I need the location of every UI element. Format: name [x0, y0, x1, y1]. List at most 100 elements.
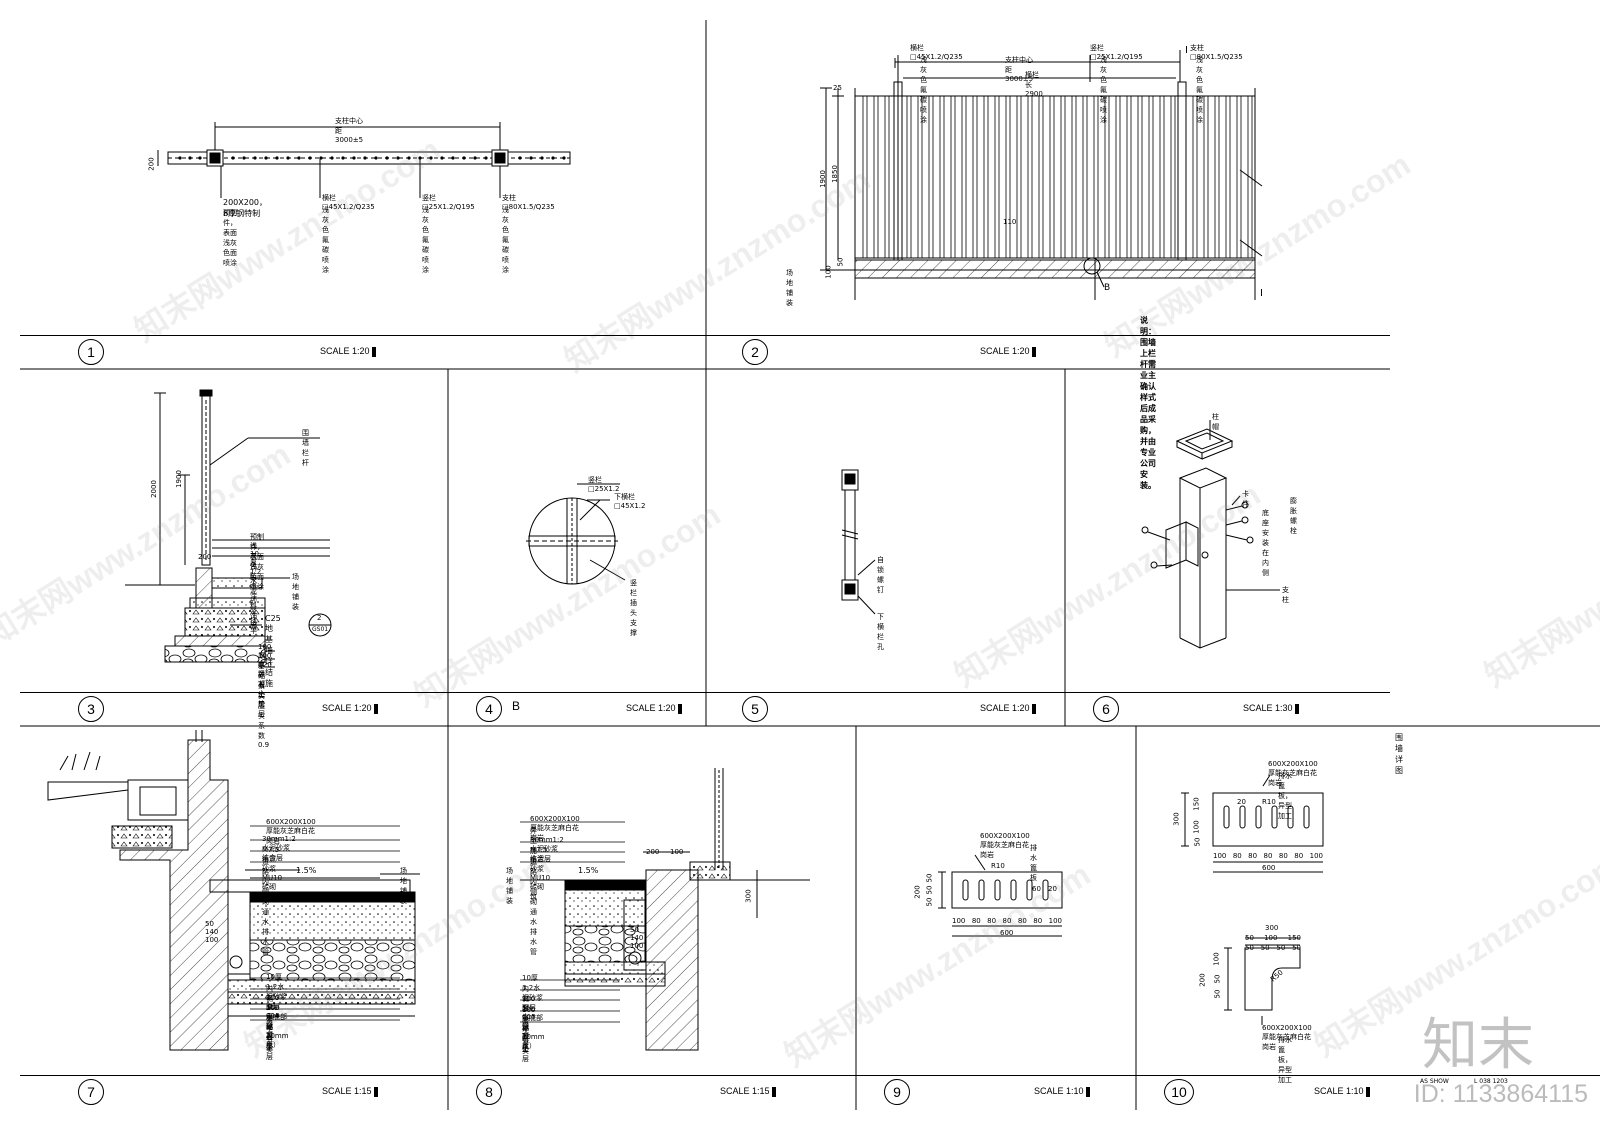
p6-cap-label: 柱帽 — [1212, 413, 1219, 431]
p10-width: 600 — [1262, 864, 1276, 872]
p8-note-h: 100厚碎石垫层 — [522, 1006, 536, 1063]
grate-slot — [1042, 879, 1049, 901]
scale-label: SCALE 1:10 — [1314, 1086, 1370, 1097]
panel-number: 10 — [1164, 1079, 1194, 1105]
title-bar-3: 3 SCALE 1:20 — [20, 692, 448, 727]
p10-hdim: 80 — [1278, 852, 1288, 860]
p3-note-b2: 100厚碎石垫层 — [258, 652, 272, 709]
p6-clip-label: 卡件 — [1242, 490, 1249, 508]
scale-text: SCALE 1:20 — [980, 703, 1030, 713]
p2-dim-50: 50 — [836, 257, 845, 267]
p10-hdim: 100 — [1213, 852, 1227, 860]
p3-note-a1: 预制件，表面浅灰色面喷涂 — [250, 533, 264, 591]
brand-watermark: 知末 — [1422, 1013, 1534, 1078]
p10-v2-1: 100 — [1212, 952, 1221, 966]
panel-number: 2 — [742, 339, 768, 365]
p9-height: 200 — [913, 885, 922, 899]
p1-label-plate-note: 预制件，表面浅灰色面喷涂 — [223, 209, 237, 267]
scale-text: SCALE 1:30 — [1243, 703, 1293, 713]
scale-bar — [771, 1086, 776, 1097]
p10-hdim: 80 — [1248, 852, 1258, 860]
grate-slot — [994, 879, 1001, 901]
p10-s-total: 300 — [1265, 924, 1279, 932]
p7-note-c: M7.5水泥砂浆MU10砖砌筑 — [262, 846, 283, 901]
grate-slot — [1303, 805, 1310, 829]
p7-dims: 50 140 100 — [205, 920, 219, 944]
title-bar-10: 10 SCALE 1:10 AS SHOW L 038 1203 — [1136, 1075, 1600, 1110]
grate-slot — [1271, 805, 1278, 829]
title-bar-9: 9 SCALE 1:10 — [856, 1075, 1136, 1110]
scale-label: SCALE 1:20 — [320, 346, 376, 357]
p10-vdim-1: 150 — [1192, 797, 1201, 811]
p1-span-dim: 支柱中心距3000±5 — [335, 117, 364, 144]
scale-text: SCALE 1:20 — [320, 346, 370, 356]
p3-dim-2000: 2000 — [149, 480, 158, 498]
p4-support-label: 竖栏插头支撑 — [630, 579, 637, 637]
scale-bar — [373, 1086, 378, 1097]
p9-vdim-3: 50 — [925, 897, 934, 907]
p8-note-d: 道路内侧砌通水排水管 — [530, 858, 537, 956]
p2-cut-mark-top: I — [1185, 45, 1188, 56]
panel-number: 5 — [742, 696, 768, 722]
scale-bar — [371, 346, 376, 357]
scale-bar — [373, 703, 378, 714]
p2-rail-length: 横栏长2900 — [1025, 71, 1043, 98]
p3-note-b3: 基础素实压实系数0.9 — [258, 662, 270, 749]
p10-hdim: 80 — [1294, 852, 1304, 860]
grate-slot — [978, 879, 985, 901]
p8-note-i: 素土夯实 — [522, 1017, 529, 1055]
p2-detail-mark: B — [1104, 283, 1111, 293]
title-bar-7: 7 SCALE 1:15 — [20, 1075, 448, 1110]
scale-label: SCALE 1:20 — [626, 703, 682, 714]
p6-base-label: 底座安装在内侧 — [1262, 509, 1269, 577]
p2-dim-1850: 1850 — [830, 165, 839, 183]
panel-number: 7 — [78, 1079, 104, 1105]
p7-note-h: 100厚碎石垫层 — [266, 1004, 280, 1061]
grate-slot — [1287, 805, 1294, 829]
scale-label: SCALE 1:15 — [322, 1086, 378, 1097]
p1-label-picket-note: 浅灰色氟碳喷涂 — [422, 206, 429, 274]
p2-label-top-rail-note: 浅灰色氟碳喷涂 — [920, 56, 927, 124]
scale-label: SCALE 1:20 — [980, 346, 1036, 357]
p3-note-a3: 10厚1:2水泥砂浆找平 — [250, 550, 262, 635]
p3-c25-label: C25地基墙详结施 — [265, 614, 281, 688]
p9-hdim: 80 — [1002, 917, 1012, 925]
p10-v2-2: 50 — [1213, 974, 1222, 984]
p3-dim-1900: 1900 — [174, 470, 183, 488]
p2-cut-mark-bottom: I — [1260, 288, 1263, 299]
p10-s-dim: 50 — [1276, 944, 1286, 952]
p9-hdim: 100 — [1048, 917, 1062, 925]
p8-note-g: 100厚C15混凝土 — [522, 995, 536, 1050]
p10-grate-label-2: 排水篦板，异型加工 — [1278, 1036, 1292, 1084]
p1-label-top-rail: 横栏□45X1.2/Q235 — [322, 194, 375, 211]
p7-note-a: 600X200X100厚能灰芝麻白花岗岩 — [266, 818, 316, 845]
p10-header: 围墙详图 — [1395, 733, 1403, 775]
p7-note-e: 10厚1:2水泥砂浆面层（底部粘20mm厚） — [266, 973, 289, 1049]
p8-note-a: 600X200X100厚能灰芝麻白花岗岩 — [530, 815, 580, 842]
p1-label-post: 支柱□80X1.5/Q235 — [502, 194, 555, 211]
scale-bar — [677, 703, 682, 714]
p3-rail-label: 围墙栏杆 — [302, 429, 309, 467]
scale-bar — [1085, 1086, 1090, 1097]
p10-v2-3: 50 — [1213, 989, 1222, 999]
p2-dim-1900: 1900 — [818, 170, 827, 188]
p10-stone-label: 600X200X100厚能灰芝麻白花岗岩 — [1268, 760, 1318, 787]
p2-note: 说明：围墙上栏杆需业主确认样式后成品采购，并由专业公司安装。 — [1140, 316, 1156, 490]
scale-label: SCALE 1:30 — [1243, 703, 1299, 714]
p7-note-d: 道路内侧砌通水排水管 — [262, 858, 269, 956]
p8-note-c: M7.5水泥砂浆MU10砖砌筑 — [530, 846, 551, 901]
p9-d20: 20 — [1048, 885, 1057, 893]
p3-note-b1: 100厚C20混凝土垫层 — [258, 643, 272, 718]
scale-label: SCALE 1:15 — [720, 1086, 776, 1097]
p5-hole-label: 下横栏孔 — [877, 613, 884, 651]
p10-v2-total: 200 — [1198, 973, 1207, 987]
p10-vdim-2: 100 — [1192, 820, 1201, 834]
p9-vdim-2: 50 — [925, 885, 934, 895]
p9-hdim: 80 — [971, 917, 981, 925]
p9-total: 600 — [1000, 929, 1014, 937]
p8-note-f: 内侧5%水泥砂浆 — [522, 985, 534, 1051]
p8-dim-100: 100 — [670, 848, 684, 856]
scale-text: SCALE 1:20 — [980, 346, 1030, 356]
